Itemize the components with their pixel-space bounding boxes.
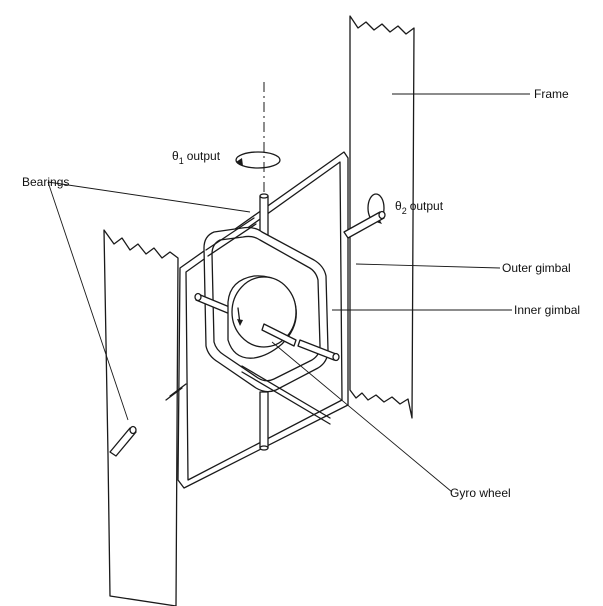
gyro-wheel-label: Gyro wheel: [450, 486, 511, 500]
bearings-label: Bearings: [22, 175, 69, 189]
gyro-wheel: [227, 275, 297, 359]
theta1-rotation-arrow: [235, 151, 281, 169]
inner-gimbal-label: Inner gimbal: [514, 303, 580, 317]
outer-gimbal-label: Outer gimbal: [502, 261, 571, 275]
frame-label: Frame: [534, 87, 569, 101]
outer-gimbal-right-shaft: [343, 210, 386, 239]
vertical-shaft-bottom: [259, 391, 269, 451]
leader-lines: [47, 93, 530, 493]
outer-gimbal-left-shaft: [109, 383, 187, 457]
frame-left-plate: [103, 229, 179, 606]
spin-axle: [194, 292, 340, 362]
outer-gimbal-crossbar: [205, 217, 331, 425]
